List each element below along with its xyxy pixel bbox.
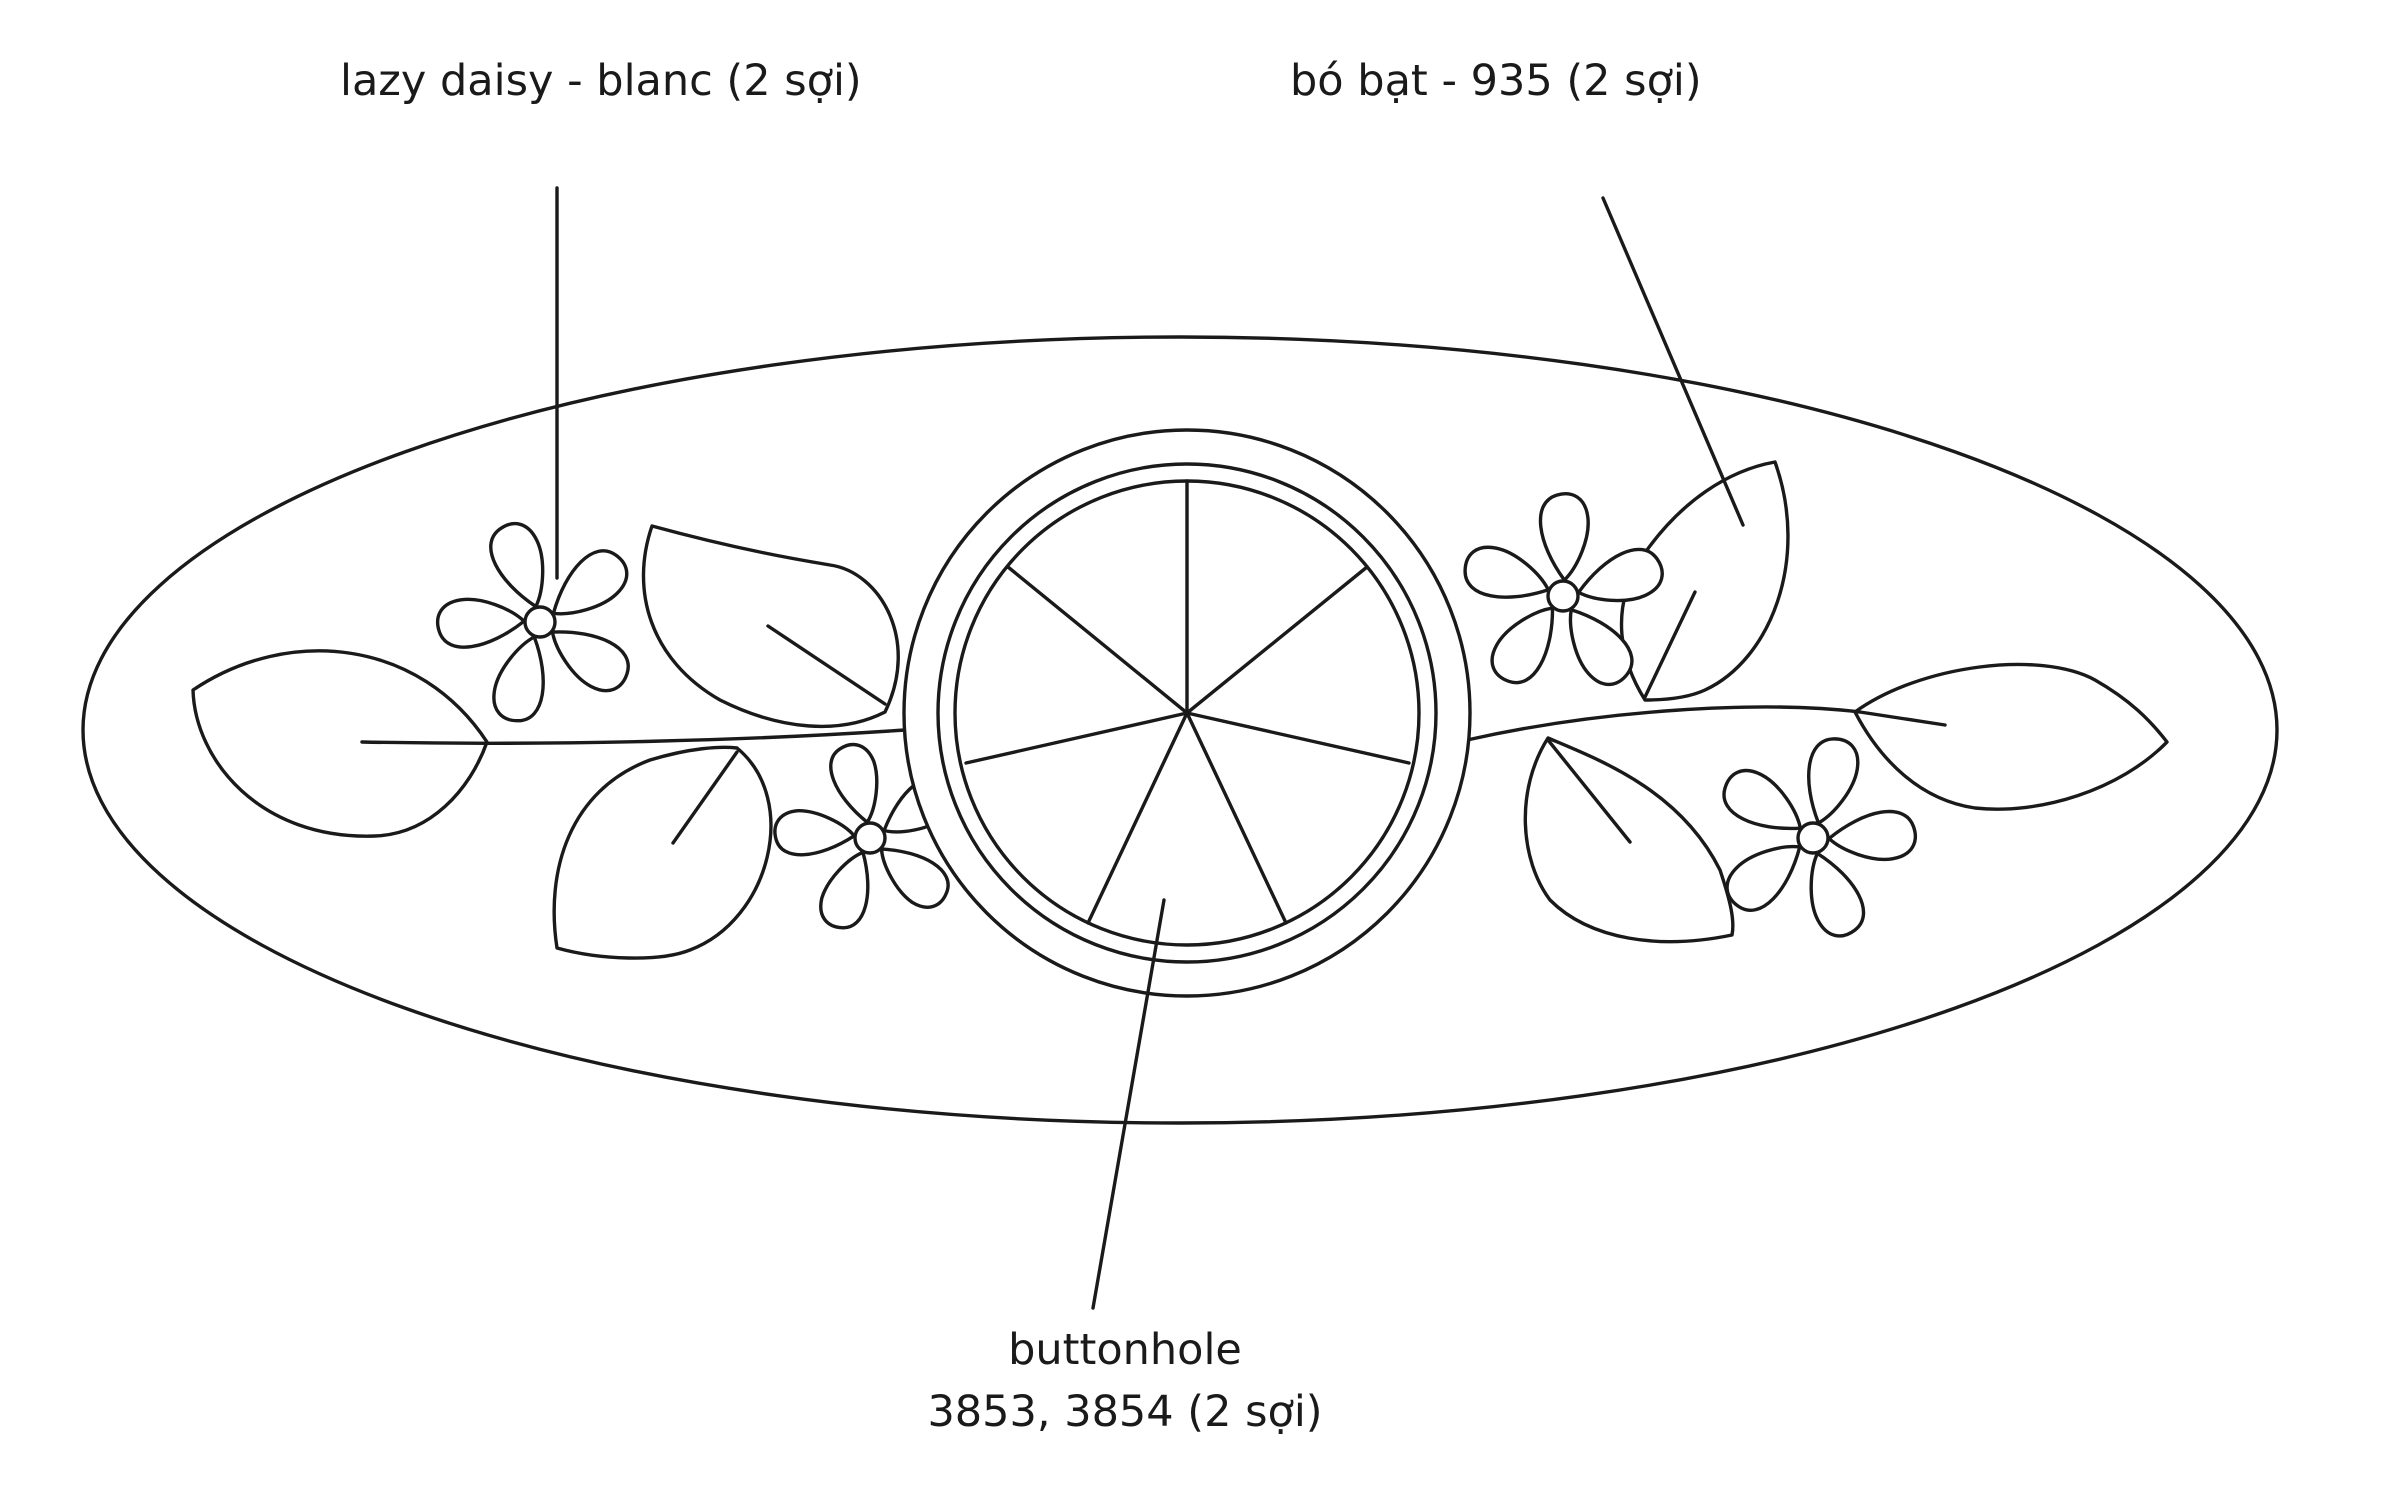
leader-bo-bat <box>1601 196 1745 527</box>
leaf-vein <box>671 750 739 845</box>
leaf-vein <box>1546 738 1632 844</box>
stem-left <box>360 728 907 745</box>
leader-buttonhole <box>1091 898 1166 1310</box>
label-buttonhole: buttonhole <box>1008 1325 1242 1375</box>
leaf <box>552 745 773 960</box>
flower <box>1463 492 1664 687</box>
leaf-vein <box>766 624 887 706</box>
buttonhole-wheel <box>902 428 1472 998</box>
label-lazy-daisy: lazy daisy - blanc (2 sợi) <box>340 56 862 106</box>
wheel-middle-ring <box>936 462 1438 964</box>
leaf <box>1619 460 1790 702</box>
stem-right <box>1465 705 1947 742</box>
flower <box>436 521 630 723</box>
label-buttonhole-threads: 3853, 3854 (2 sợi) <box>927 1387 1322 1437</box>
wheel-spokes <box>964 479 1411 925</box>
label-bo-bat: bó bạt - 935 (2 sợi) <box>1290 56 1702 106</box>
outer-oval <box>81 335 2279 1125</box>
leaf <box>191 649 489 838</box>
leaf <box>1853 662 2169 811</box>
leaf <box>1523 736 1735 944</box>
flower <box>1722 737 1917 938</box>
leaf-vein <box>1643 590 1697 699</box>
leaves <box>191 460 2169 960</box>
leaf <box>641 524 900 729</box>
